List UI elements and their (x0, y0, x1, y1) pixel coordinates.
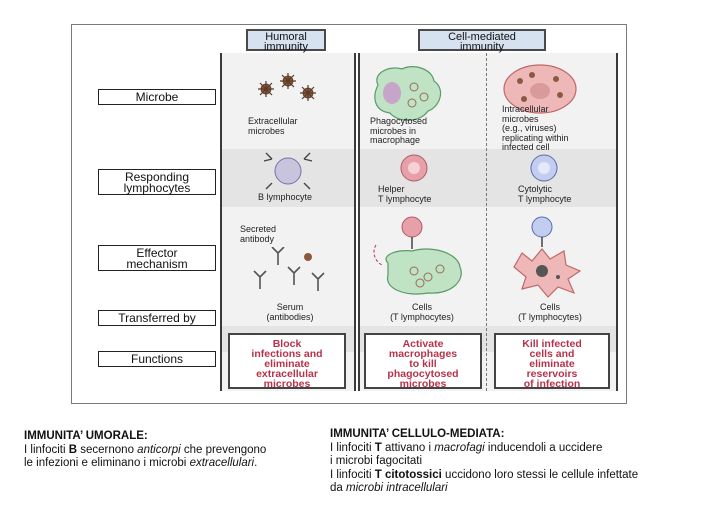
cytolytic-t-caption: Cytolytic T lymphocyte (518, 184, 572, 204)
microbe-phagocytosed-caption: Phagocytosed microbes in macrophage (370, 116, 428, 145)
humoral-immunity-header: Humoral immunity (246, 29, 326, 53)
cell-mediated-immunity-header: Cell-mediated immunity (418, 29, 546, 53)
microbe-humoral-caption: Extracellular microbes (248, 116, 298, 136)
humoral-note-title: IMMUNITA’ UMORALE: (24, 430, 148, 442)
microbe-intracellular-caption: Intracellular microbes (e.g., viruses) r… (502, 104, 569, 152)
cytolytic-killing-icon (513, 216, 582, 298)
b-lymphocyte-icon (263, 152, 313, 190)
antibody-icon (253, 247, 325, 291)
cell-mediated-note: IMMUNITA’ CELLULO-MEDIATA: I linfociti T… (330, 428, 710, 496)
helper-t-caption: Helper T lymphocyte (378, 184, 432, 204)
row-label-responding-lymphocytes: Responding lymphocytes (98, 169, 216, 195)
row-label-functions: Functions (98, 351, 216, 367)
row-label-effector-mechanism: Effector mechanism (98, 245, 216, 271)
secreted-antibody-caption: Secreted antibody (240, 224, 277, 244)
cell-note-line2: i microbi fagocitati (330, 455, 423, 467)
helper-t-icon (400, 154, 428, 182)
macrophage-icon (374, 66, 442, 121)
humoral-note: IMMUNITA’ UMORALE: I linfociti B secerno… (24, 430, 324, 471)
transferred-serum-caption: Serum (antibodies) (266, 302, 314, 322)
cell-note-title: IMMUNITA’ CELLULO-MEDIATA: (330, 428, 505, 440)
b-lymphocyte-caption: B lymphocyte (258, 192, 313, 202)
cell-note-line4: da microbi intracellulari (330, 482, 448, 494)
function-helper: Activate macrophages to kill phagocytose… (364, 333, 482, 389)
humoral-note-line1: I linfociti B secernono anticorpi che pr… (24, 443, 267, 456)
infected-cell-icon (503, 64, 577, 114)
cytolytic-t-icon (530, 154, 558, 182)
humoral-note-line2: le infezioni e eliminano i microbi extra… (24, 457, 258, 469)
transferred-cells-cytolytic-caption: Cells (T lymphocytes) (518, 302, 582, 322)
immunity-figure: Humoral immunity Cell-mediated immunity … (71, 24, 627, 404)
cell-note-line3: I linfociti T citotossici uccidono loro … (330, 468, 639, 481)
microbe-icon (258, 73, 316, 101)
cell-note-line1: I linfociti T attivano i macrofagi induc… (330, 441, 603, 454)
row-label-microbe: Microbe (98, 89, 216, 105)
row-label-transferred-by: Transferred by (98, 310, 216, 326)
transferred-cells-helper-caption: Cells (T lymphocytes) (390, 302, 454, 322)
function-cytolytic: Kill infected cells and eliminate reserv… (494, 333, 610, 389)
function-humoral: Block infections and eliminate extracell… (228, 333, 346, 389)
macrophage-activation-icon (373, 216, 462, 295)
